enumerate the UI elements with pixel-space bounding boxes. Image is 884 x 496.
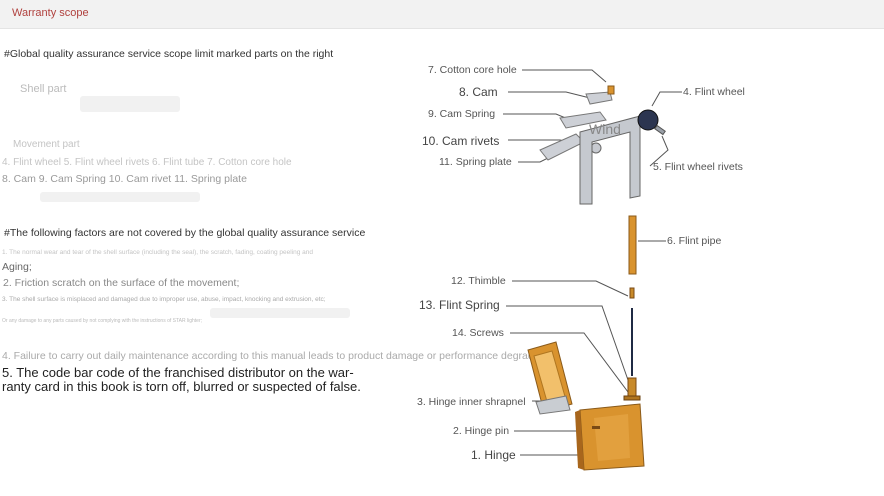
section-header: Warranty scope xyxy=(0,0,884,29)
ghost-graphic xyxy=(210,308,350,318)
flint-wheel-part xyxy=(637,109,659,131)
label-screws: 14. Screws xyxy=(452,327,504,339)
exclusion-item: 2. Friction scratch on the surface of th… xyxy=(3,277,240,289)
lighter-body xyxy=(575,403,645,471)
cotton-core-hole-part xyxy=(607,85,615,95)
label-hinge-pin: 2. Hinge pin xyxy=(453,425,510,437)
lighter-lid xyxy=(527,341,573,415)
screw-head-part xyxy=(623,395,641,401)
label-cam-rivets: 10. Cam rivets xyxy=(422,134,500,148)
exclusions-heading: #The following factors are not covered b… xyxy=(4,227,366,239)
exclusion-item-emphasis: 5. The code bar code of the franchised d… xyxy=(2,366,361,394)
spring-plate-part xyxy=(539,133,585,161)
label-hinge: 1. Hinge xyxy=(471,448,516,462)
label-thimble: 12. Thimble xyxy=(451,275,506,287)
label-flint-wheel: 4. Flint wheel xyxy=(683,86,745,98)
movement-parts-line: 4. Flint wheel 5. Flint wheel rivets 6. … xyxy=(2,157,292,168)
exclusion-item: Or any damage to any parts caused by not… xyxy=(2,318,203,324)
leader-line xyxy=(512,280,629,297)
screw-part xyxy=(627,377,637,397)
exclusion-item-line: 5. The code bar code of the franchised d… xyxy=(2,365,354,380)
chimney-part xyxy=(579,115,641,205)
label-cotton-core-hole: 7. Cotton core hole xyxy=(428,64,517,76)
cam-part xyxy=(585,91,613,105)
exclusion-item: 1. The normal wear and tear of the shell… xyxy=(2,249,313,256)
cam-spring-part xyxy=(559,111,607,129)
flint-wheel-rivet-part xyxy=(654,124,666,136)
label-flint-pipe: 6. Flint pipe xyxy=(667,235,722,247)
movement-parts-line: 8. Cam 9. Cam Spring 10. Cam rivet 11. S… xyxy=(2,173,247,185)
overlay-text: Wind xyxy=(589,121,621,137)
label-cam-spring: 9. Cam Spring xyxy=(428,108,496,120)
ghost-graphic xyxy=(80,96,180,112)
leader-line xyxy=(506,305,629,381)
exclusion-item: Aging; xyxy=(2,261,32,273)
flint-pipe-part xyxy=(628,215,637,275)
exclusion-item: 3. The shell surface is misplaced and da… xyxy=(2,296,326,303)
label-hinge-inner-shrapnel: 3. Hinge inner shrapnel xyxy=(417,396,526,408)
exclusion-item: 4. Failure to carry out daily maintenanc… xyxy=(2,350,560,362)
leader-line xyxy=(649,135,669,167)
scope-heading: #Global quality assurance service scope … xyxy=(4,48,334,60)
movement-part-title: Movement part xyxy=(13,139,80,150)
leader-line xyxy=(508,91,599,101)
leader-line xyxy=(522,69,607,83)
label-flint-wheel-rivets: 5. Flint wheel rivets xyxy=(653,161,743,173)
thimble-part xyxy=(629,287,635,299)
exclusion-item-line: ranty card in this book is torn off, blu… xyxy=(2,379,361,394)
body-side xyxy=(575,410,584,470)
insert-top xyxy=(539,85,666,205)
label-flint-spring: 13. Flint Spring xyxy=(419,298,500,312)
hinge-inner-shrapnel-part xyxy=(535,395,571,415)
label-spring-plate: 11. Spring plate xyxy=(439,156,512,168)
leader-line xyxy=(510,332,629,393)
shell-part-title: Shell part xyxy=(20,83,67,95)
section-title: Warranty scope xyxy=(12,7,89,19)
hinge-pin-part xyxy=(592,426,600,429)
leader-line xyxy=(651,91,682,107)
label-cam: 8. Cam xyxy=(459,85,498,99)
body-highlight xyxy=(594,414,630,461)
ghost-graphic xyxy=(40,192,200,202)
